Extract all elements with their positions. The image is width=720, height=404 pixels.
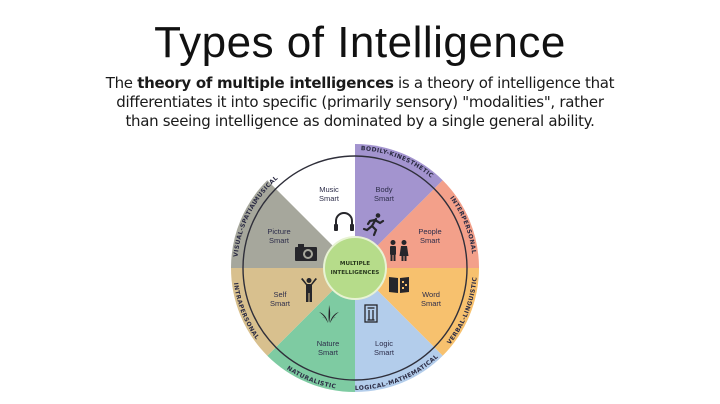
segment-labels: Music Smart Body Smart People Smart Word… — [267, 185, 442, 357]
label-music-2: Smart — [319, 194, 340, 203]
label-self-2: Smart — [270, 299, 291, 308]
label-nature-2: Smart — [318, 348, 339, 357]
segments — [230, 144, 479, 393]
label-word-1: Word — [422, 290, 440, 299]
book-icon — [389, 277, 409, 293]
center-label-line2: INTELLIGENCES — [331, 270, 380, 276]
label-logic-2: Smart — [374, 348, 395, 357]
running-person-icon — [362, 213, 385, 237]
segment-naturalistic — [267, 268, 355, 393]
label-music-1: Music — [319, 185, 339, 194]
plant-icon — [319, 305, 339, 323]
segment-intrapersonal — [231, 268, 355, 356]
desc-line3: than seeing intelligence as dominated by… — [125, 112, 595, 130]
segment-icons — [295, 212, 409, 323]
center-label-line1: MULTIPLE — [340, 261, 370, 267]
camera-icon — [295, 244, 317, 261]
two-people-icon — [390, 240, 409, 261]
label-picture-2: Smart — [269, 236, 290, 245]
desc-prefix: The — [105, 74, 138, 92]
person-arms-up-icon — [301, 278, 317, 302]
segment-visual — [230, 180, 355, 268]
center-circle — [323, 236, 387, 300]
label-people-2: Smart — [420, 236, 441, 245]
calculator-icon — [364, 304, 378, 323]
label-logic-1: Logic — [375, 339, 393, 348]
segment-logical — [355, 268, 443, 393]
desc-bold-term: theory of multiple intelligences — [137, 74, 394, 92]
segment-bodily — [355, 144, 443, 268]
desc-line2: differentiates it into specific (primari… — [116, 93, 604, 111]
label-body-1: Body — [375, 185, 392, 194]
label-body-2: Smart — [374, 194, 395, 203]
description: The theory of multiple intelligences is … — [100, 74, 620, 131]
ring-divider — [242, 155, 468, 381]
label-people-1: People — [418, 227, 441, 236]
segment-interpersonal — [355, 180, 479, 268]
label-word-2: Smart — [421, 299, 442, 308]
page-title: Types of Intelligence — [154, 18, 566, 67]
headphones-icon — [334, 212, 354, 231]
label-nature-1: Nature — [317, 339, 340, 348]
label-self-1: Self — [274, 290, 288, 299]
desc-line1-rest: is a theory of intelligence that — [393, 74, 615, 92]
label-picture-1: Picture — [267, 227, 290, 236]
center-label: MULTIPLE INTELLIGENCES — [331, 261, 380, 276]
segment-verbal — [355, 268, 479, 356]
